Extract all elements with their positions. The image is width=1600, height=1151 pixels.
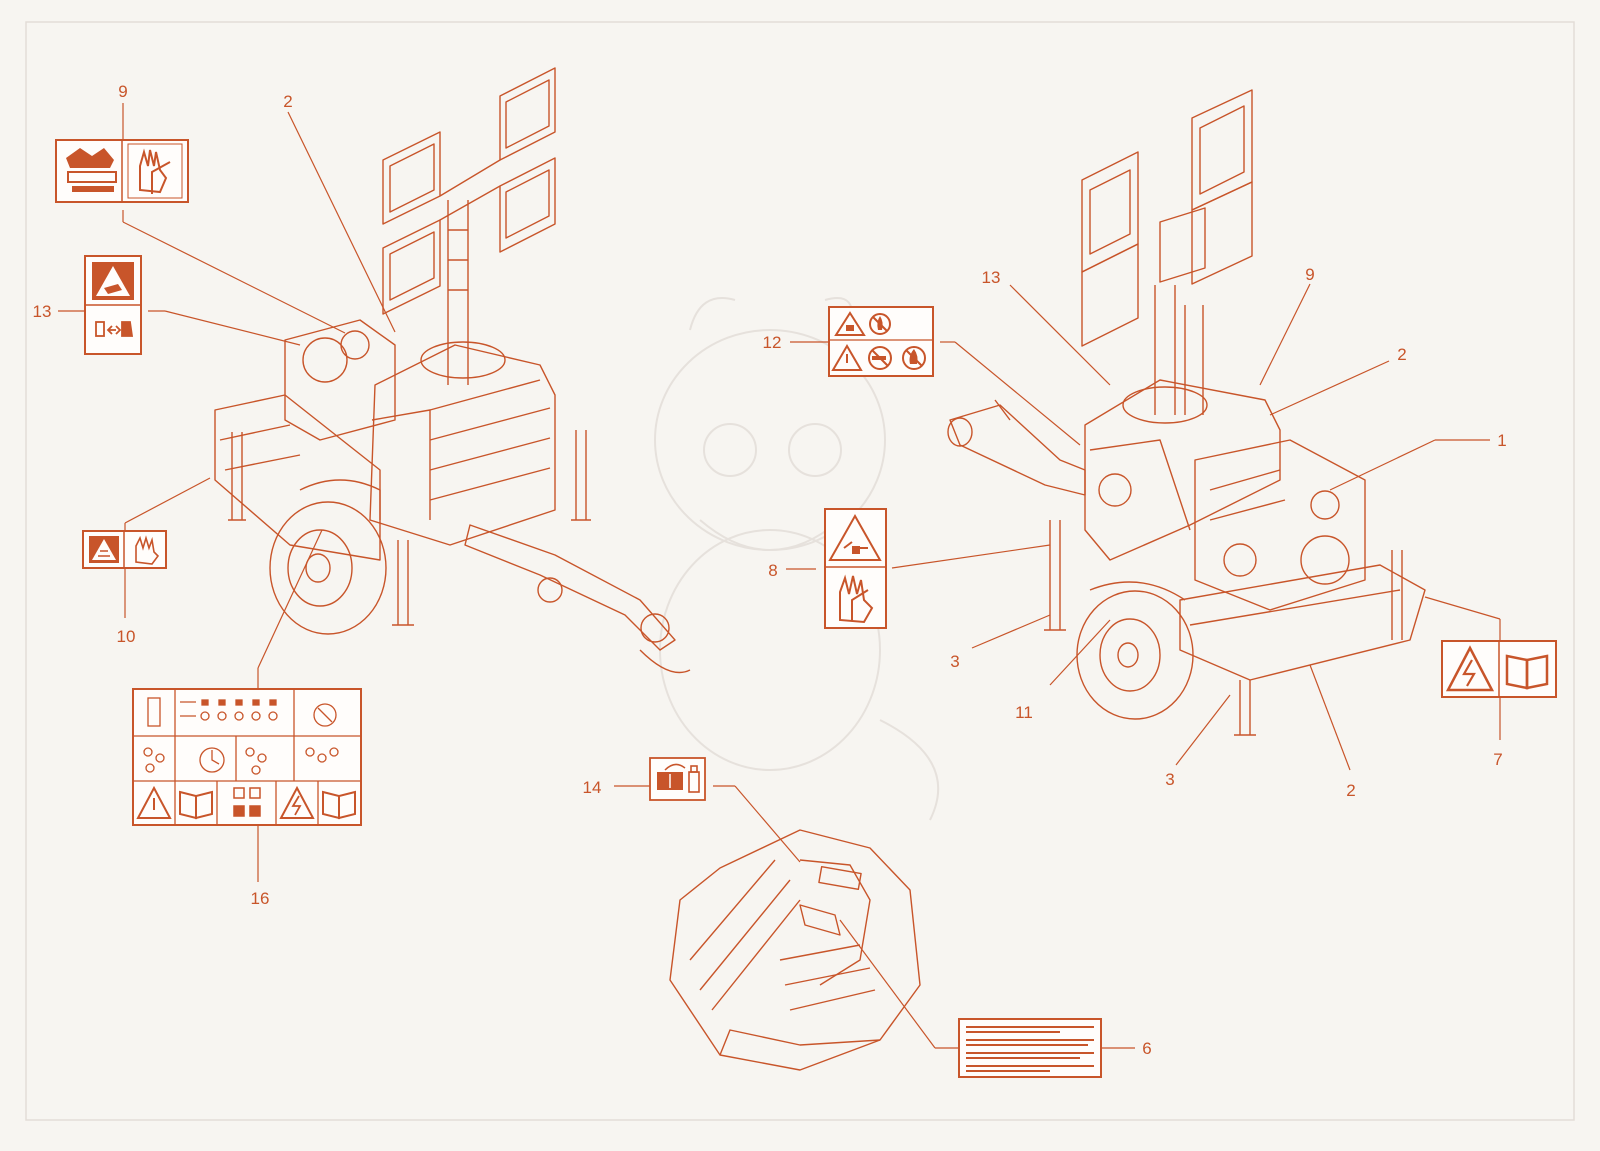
housing-left [369,344,556,546]
read-manual-icon [179,790,213,820]
callout-9: 9 [1305,265,1314,284]
drawbar-left [464,524,676,651]
mast-left [447,200,469,385]
callout-10: 10 [117,627,136,646]
keep-hands-clear-icon [95,321,134,337]
lamp-heads-left [382,67,556,315]
chassis-right [1179,564,1426,681]
label-14 [649,757,706,801]
housing-right [1084,379,1281,561]
callout-11: 11 [1015,703,1033,722]
chassis-left [214,394,381,561]
label-8 [824,508,887,629]
leader-lines [58,103,1501,1049]
lamp-heads-right [1081,89,1253,347]
callout-2: 2 [283,92,292,111]
drawbar-right [949,404,1086,496]
light-tower-right-view [947,89,1426,736]
canopy-detail [669,829,921,1071]
electric-shock-icon [1445,645,1495,692]
callout-16: 16 [251,889,270,908]
callout-13: 13 [982,268,1001,287]
label-7 [1441,640,1557,698]
page-frame [25,21,1575,1121]
no-flame-icon [902,346,926,370]
callout-12: 12 [763,333,782,352]
hot-surface-warning-icon [89,536,119,563]
label-13 [84,255,142,355]
no-fire-icon [869,313,891,335]
label-10 [82,530,167,569]
label-6 [958,1018,1102,1078]
corrosive-battery-warning-icon [828,513,882,561]
engine-right [1194,439,1366,611]
protective-gloves-icon [127,143,183,199]
read-manual-icon [1505,654,1549,690]
mast-right [1154,285,1204,415]
wheel-right [1076,590,1194,720]
callout-6: 6 [1142,1039,1151,1058]
callout-13: 13 [33,302,52,321]
read-manual-icon [322,790,356,820]
spray-can-icon [688,765,700,793]
protective-gloves-icon [135,535,160,565]
engine-left [284,319,396,441]
protective-gloves-icon [839,574,874,624]
multilingual-instruction-text-block [966,1026,1094,1072]
label-12 [828,306,934,377]
manual-holder-icon [657,763,686,790]
switch-sequence-icon [233,787,261,817]
callout-14: 14 [583,778,602,797]
label-16 [132,688,362,826]
callout-2: 2 [1346,781,1355,800]
callout-numbers: 9 2 13 10 16 13 9 2 1 12 8 3 11 3 2 7 14… [33,82,1507,1058]
label-9 [55,139,189,203]
callout-7: 7 [1493,750,1502,769]
light-tower-left-view [214,67,691,674]
wheel-left [269,501,387,635]
general-warning-icon [831,344,863,371]
callout-8: 8 [768,561,777,580]
hot-parts-warning-icon [66,148,117,192]
hand-crush-warning-icon [92,262,134,300]
callout-2: 2 [1397,345,1406,364]
no-smoking-icon [868,346,892,370]
callout-9: 9 [118,82,127,101]
callout-1: 1 [1497,431,1506,450]
general-warning-icon [136,785,172,819]
control-panel-pictogram-icon [133,689,361,825]
electric-shock-icon [279,785,315,819]
exhaust-warning-icon [834,311,866,336]
callout-3: 3 [1165,770,1174,789]
callout-3: 3 [950,652,959,671]
